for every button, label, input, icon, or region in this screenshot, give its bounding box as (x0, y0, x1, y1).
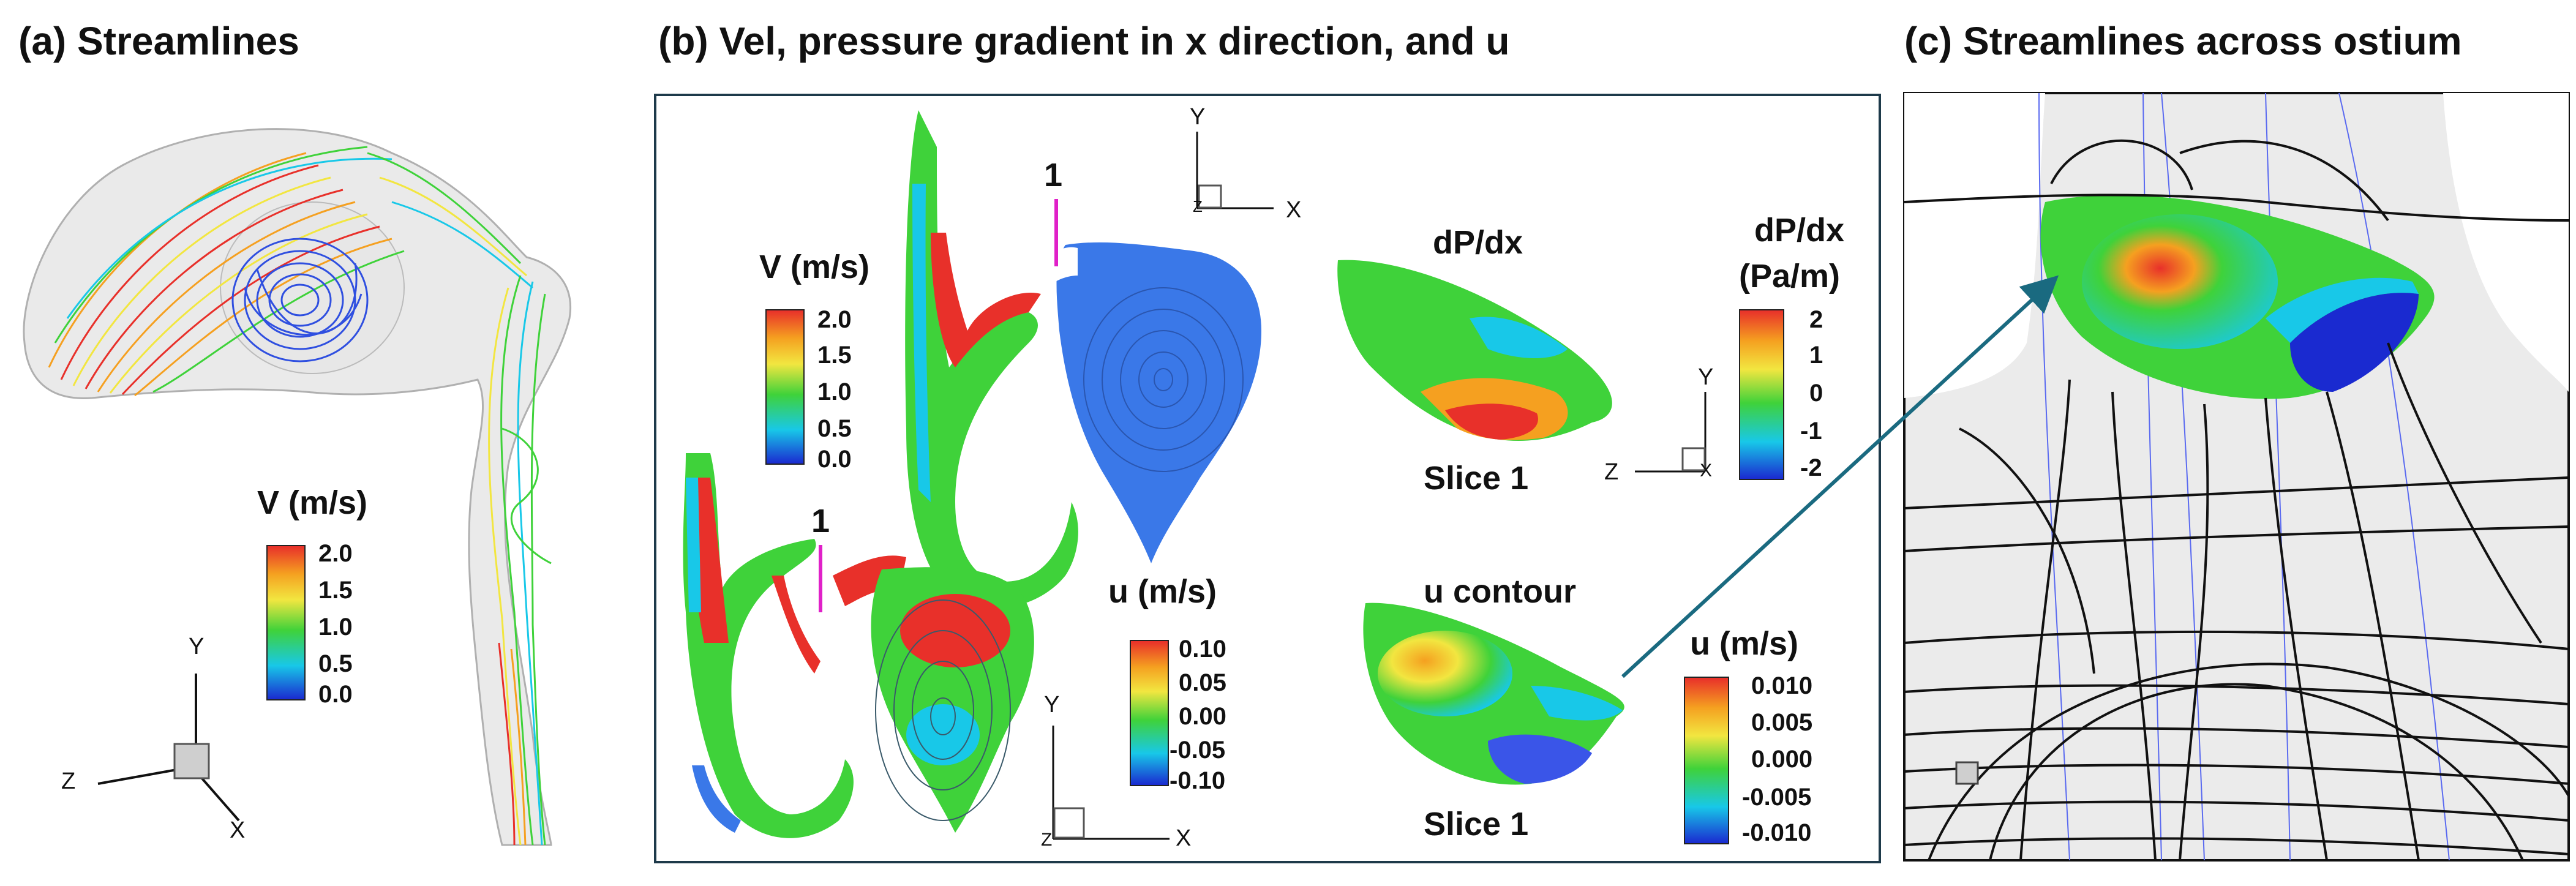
colorbar-b-us-tick: -0.010 (1742, 819, 1812, 846)
colorbar-b-v-tick: 1.5 (817, 342, 852, 369)
colorbar-b-dpdx-tick: -1 (1800, 418, 1822, 445)
u-slice-caption: Slice 1 (1424, 806, 1529, 843)
colorbar-a-v-label: V (m/s) (257, 484, 368, 521)
dpdx-slice-title: dP/dx (1433, 224, 1523, 261)
colorbar-b-v-tick: 2.0 (817, 306, 852, 333)
b-velocity-contour (905, 110, 1261, 609)
axis-triad-b-bottom (1052, 726, 1170, 840)
panel-a-title: (a) Streamlines (18, 19, 299, 63)
panel-b-frame (654, 94, 1881, 863)
colorbar-b-dpdx-unit: (Pa/m) (1739, 258, 1841, 295)
panel-a-anatomy (23, 128, 571, 846)
colorbar-b-us-tick: 0.010 (1751, 672, 1813, 699)
u-slice-title: u contour (1424, 573, 1576, 610)
colorbar-b-u-bar (1130, 640, 1169, 786)
colorbar-b-dpdx-tick: -2 (1800, 454, 1822, 481)
colorbar-b-v-tick: 0.5 (817, 415, 852, 442)
colorbar-b-u-tick: -0.10 (1170, 767, 1226, 794)
dpdx-slice-caption: Slice 1 (1424, 460, 1529, 497)
axis-triad-b-top (1196, 132, 1274, 209)
colorbar-b-v-bar (765, 309, 805, 465)
axis-a-z: Z (61, 768, 76, 794)
colorbar-b-us-bar (1684, 677, 1729, 844)
colorbar-a-v-tick: 1.0 (318, 614, 353, 640)
colorbar-b-dpdx-tick: 2 (1809, 306, 1823, 333)
colorbar-b-u-tick: 0.05 (1179, 669, 1226, 696)
colorbar-b-v-tick: 0.0 (817, 446, 852, 473)
slice-marker-top: 1 (1044, 157, 1063, 193)
colorbar-a-v-tick: 0.0 (318, 681, 353, 708)
axis-b-top-z: Z (1193, 197, 1203, 216)
axis-b-top-y: Y (1190, 104, 1206, 130)
colorbar-b-u-tick: 0.00 (1179, 703, 1226, 730)
slice-marker-bottom: 1 (811, 503, 830, 539)
colorbar-b-v-tick: 1.0 (817, 378, 852, 405)
axis-a-y: Y (189, 634, 205, 659)
panel-c-title: (c) Streamlines across ostium (1904, 19, 2462, 63)
connector-arrow (1621, 275, 2059, 678)
colorbar-a-v-tick: 1.5 (318, 577, 353, 604)
colorbar-b-us-tick: 0.000 (1751, 746, 1813, 773)
colorbar-b-dpdx-tick: 0 (1809, 380, 1823, 407)
colorbar-b-dpdx-bar (1739, 309, 1784, 480)
colorbar-b-us-tick: -0.005 (1742, 784, 1812, 811)
b-u-slice (1363, 603, 1624, 785)
b-u-contour (683, 453, 1034, 838)
colorbar-b-dpdx-tick: 1 (1809, 342, 1823, 369)
colorbar-a-v-tick: 2.0 (318, 540, 353, 567)
axis-triad-a (97, 674, 240, 822)
axis-b-slice-z: Z (1604, 459, 1619, 485)
airway-shell (23, 128, 571, 846)
colorbar-b-u-tick: -0.05 (1170, 737, 1226, 764)
axis-b-bottom-y: Y (1044, 692, 1060, 718)
colorbar-a-v-tick: 0.5 (318, 650, 353, 677)
panel-b-title: (b) Vel, pressure gradient in x directio… (658, 19, 1510, 63)
axis-b-bottom-z: Z (1041, 830, 1053, 850)
colorbar-b-us-label: u (m/s) (1690, 625, 1799, 662)
colorbar-b-dpdx-label: dP/dx (1754, 212, 1845, 249)
colorbar-a-v-bar (266, 545, 306, 700)
panel-c-image (1903, 92, 2570, 862)
colorbar-b-u-tick: 0.10 (1179, 636, 1226, 663)
b-dpdx-slice (1337, 260, 1612, 441)
axis-b-slice-y: Y (1698, 364, 1714, 390)
colorbar-b-u-label: u (m/s) (1108, 573, 1217, 610)
axis-b-top-x: X (1286, 197, 1302, 223)
axis-b-bottom-x: X (1176, 825, 1192, 851)
colorbar-b-us-tick: 0.005 (1751, 709, 1813, 736)
colorbar-b-v-label: V (m/s) (759, 249, 870, 285)
axis-b-slice-x: X (1700, 460, 1713, 481)
axis-a-x: X (230, 817, 246, 843)
axis-triad-b-slice (1635, 392, 1707, 473)
